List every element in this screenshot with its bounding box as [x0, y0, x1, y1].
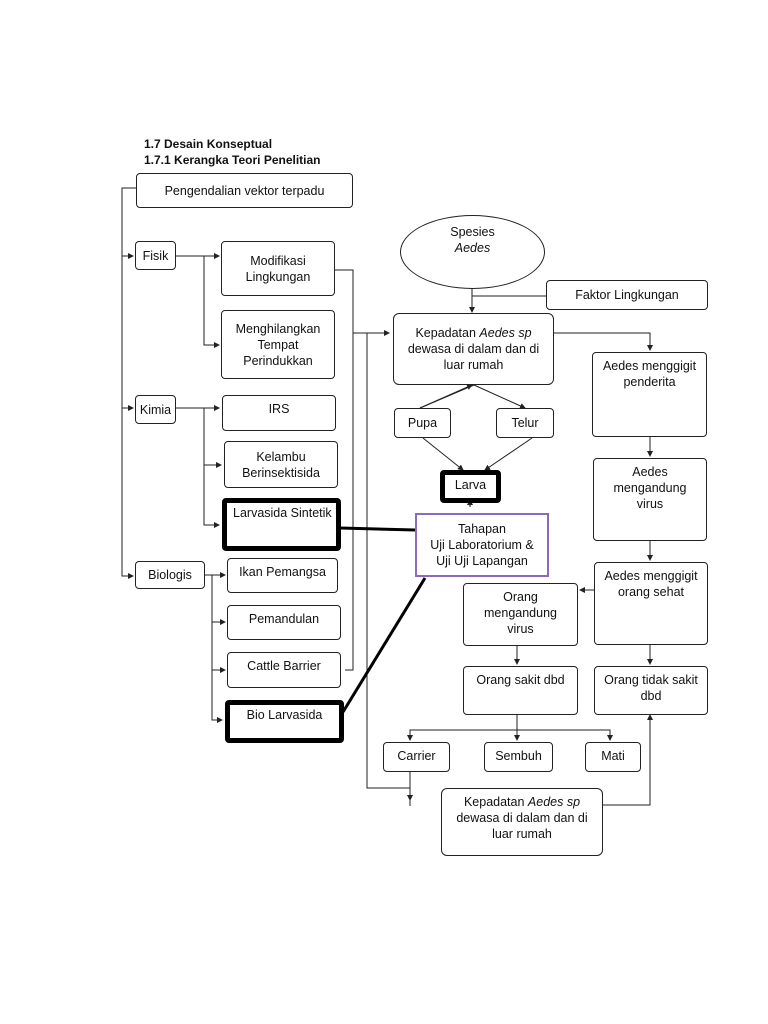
faktor-box: Faktor Lingkungan — [546, 280, 708, 310]
kepadatan2-text: Kepadatan Aedes sp dewasa di dalam dan d… — [456, 794, 587, 842]
kepadatan2-box: Kepadatan Aedes sp dewasa di dalam dan d… — [441, 788, 603, 856]
mengandung-virus-box: Aedes mengandung virus — [593, 458, 707, 541]
section-heading: 1.7 Desain Konseptual — [144, 137, 273, 151]
larva-box: Larva — [440, 470, 501, 503]
tahapan-box: Tahapan Uji Laboratorium & Uji Uji Lapan… — [415, 513, 549, 577]
pupa-label: Pupa — [407, 416, 438, 430]
cattle-box: Cattle Barrier — [227, 652, 341, 688]
telur-box: Telur — [496, 408, 554, 438]
kepadatan-suffix: dewasa di dalam dan di luar rumah — [407, 342, 540, 372]
larvasida-sintetik-box: Larvasida Sintetik — [222, 498, 341, 551]
fisik-label: Fisik — [142, 248, 169, 263]
kimia-label: Kimia — [139, 402, 172, 417]
orang-virus-box: Orang mengandung virus — [463, 583, 578, 646]
spesies-label: Spesies — [450, 225, 495, 239]
irs-label: IRS — [268, 402, 290, 416]
orang-tidak-sakit-box: Orang tidak sakit dbd — [594, 666, 708, 715]
larva-label: Larva — [454, 478, 487, 492]
sembuh-box: Sembuh — [484, 742, 553, 772]
kepadatan2-species: Aedes sp — [527, 795, 581, 809]
menggigit-sehat-label: Aedes menggigit orang sehat — [604, 569, 698, 599]
telur-label: Telur — [511, 416, 539, 430]
menghilangkan-box: Menghilangkan Tempat Perindukkan — [221, 310, 335, 379]
bio-larvasida-label: Bio Larvasida — [246, 708, 323, 722]
larvasida-sintetik-label: Larvasida Sintetik — [233, 506, 332, 520]
tahapan-label: Tahapan Uji Laboratorium & Uji Uji Lapan… — [430, 522, 534, 568]
bio-larvasida-box: Bio Larvasida — [225, 700, 344, 743]
menggigit-penderita-box: Aedes menggigit penderita — [592, 352, 707, 437]
root-label: Pengendalian vektor terpadu — [164, 183, 325, 198]
mati-label: Mati — [601, 749, 625, 763]
carrier-box: Carrier — [383, 742, 450, 772]
kepadatan2-prefix: Kepadatan — [463, 795, 528, 809]
kepadatan2-suffix: dewasa di dalam dan di luar rumah — [456, 811, 588, 841]
pemandulan-label: Pemandulan — [248, 612, 320, 626]
modifikasi-box: Modifikasi Lingkungan — [221, 241, 335, 296]
ikan-label: Ikan Pemangsa — [239, 565, 326, 579]
kepadatan-box: Kepadatan Aedes sp dewasa di dalam dan d… — [393, 313, 554, 385]
carrier-label: Carrier — [397, 749, 436, 763]
biologis-label: Biologis — [148, 568, 192, 582]
menghilangkan-label: Menghilangkan Tempat Perindukkan — [235, 321, 321, 368]
kepadatan-species: Aedes sp — [479, 326, 532, 340]
sembuh-label: Sembuh — [495, 749, 542, 763]
kimia-box: Kimia — [135, 395, 176, 424]
menggigit-sehat-box: Aedes menggigit orang sehat — [594, 562, 708, 645]
orang-tidak-sakit-label: Orang tidak sakit dbd — [604, 673, 698, 703]
kepadatan-text: Kepadatan Aedes sp dewasa di dalam dan d… — [408, 325, 539, 373]
aedes-label: Aedes — [454, 241, 491, 255]
pemandulan-box: Pemandulan — [227, 605, 341, 640]
kelambu-box: Kelambu Berinsektisida — [224, 441, 338, 488]
spesies-ellipse: Spesies Aedes — [400, 215, 545, 289]
mengandung-virus-label: Aedes mengandung virus — [613, 465, 687, 511]
modifikasi-label: Modifikasi Lingkungan — [245, 253, 311, 284]
orang-sakit-label: Orang sakit dbd — [476, 673, 565, 687]
mati-box: Mati — [585, 742, 641, 772]
faktor-label: Faktor Lingkungan — [575, 288, 679, 302]
menggigit-penderita-label: Aedes menggigit penderita — [602, 359, 697, 389]
kelambu-label: Kelambu Berinsektisida — [242, 449, 320, 480]
ikan-box: Ikan Pemangsa — [227, 558, 338, 593]
kepadatan-prefix: Kepadatan — [415, 326, 480, 340]
orang-virus-label: Orang mengandung virus — [484, 590, 557, 636]
irs-box: IRS — [222, 395, 336, 431]
orang-sakit-box: Orang sakit dbd — [463, 666, 578, 715]
biologis-box: Biologis — [135, 561, 205, 589]
subsection-heading: 1.7.1 Kerangka Teori Penelitian — [144, 153, 321, 167]
fisik-box: Fisik — [135, 241, 176, 270]
pupa-box: Pupa — [394, 408, 451, 438]
cattle-label: Cattle Barrier — [247, 659, 321, 673]
root-box: Pengendalian vektor terpadu — [136, 173, 353, 208]
